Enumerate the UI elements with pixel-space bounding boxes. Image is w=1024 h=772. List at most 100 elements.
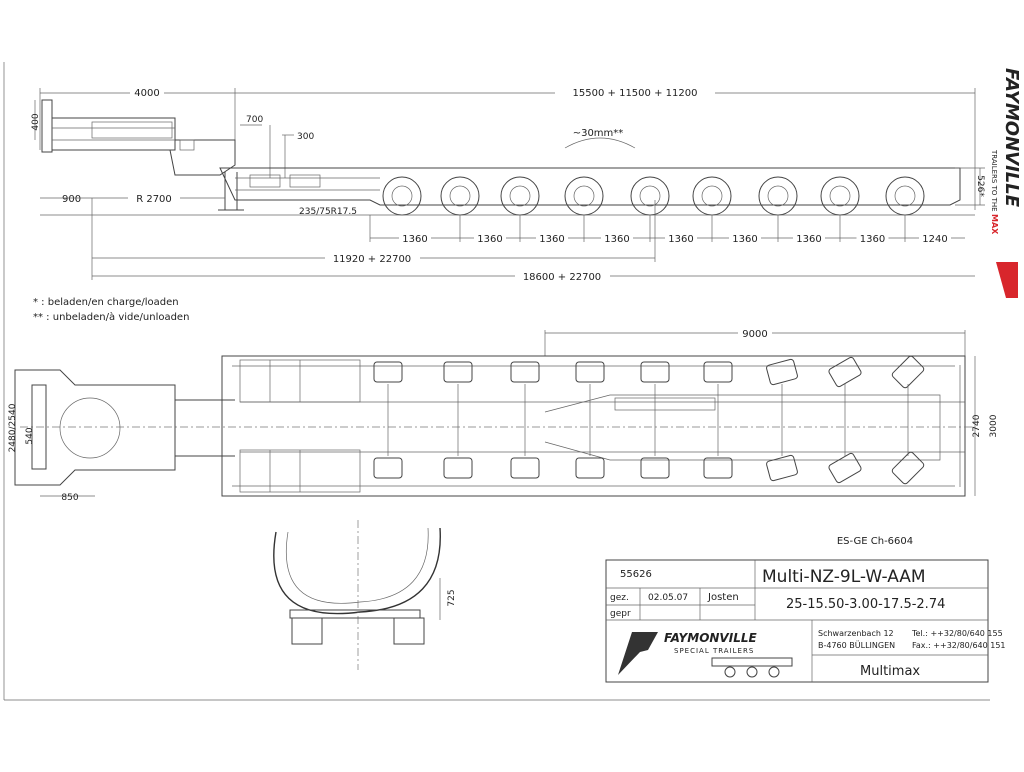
title-block: 55626 gez. 02.05.07 Josten gepr Multi-NZ… (605, 559, 1006, 683)
gepr-label: gepr (610, 609, 631, 619)
side-wheel-hub (701, 185, 723, 207)
dim-lower-1: 11920 + 22700 (333, 254, 411, 265)
side-wheel (440, 176, 480, 216)
gez-name: Josten (707, 592, 739, 603)
drawing-number: 55626 (620, 569, 652, 580)
dim-lower-2: 18600 + 22700 (523, 272, 601, 283)
side-wheel-hub (509, 185, 531, 207)
side-brand: FAYMONVILLE TRAILERS TO THE MAX (990, 68, 1022, 298)
bend-note: ~30mm** (573, 128, 624, 139)
platform-frame (221, 355, 966, 497)
side-wheel-hub (391, 185, 413, 207)
side-wheel (885, 176, 925, 216)
top-wheel (766, 358, 798, 386)
top-wheel (766, 454, 798, 482)
dim-700: 700 (246, 115, 263, 125)
side-wheel (382, 176, 422, 216)
address-line-2: B-4760 BÜLLINGEN (818, 640, 895, 650)
section-view: 725 (273, 520, 457, 670)
top-wheel (575, 457, 605, 479)
top-wheel (640, 457, 670, 479)
axle-spacing-label: 1360 (796, 234, 821, 245)
gez-label: gez. (610, 593, 629, 603)
model-spec: 25-15.50-3.00-17.5-2.74 (786, 597, 945, 612)
top-wheel (373, 361, 403, 383)
top-wheel (443, 457, 473, 479)
axle-spacing-label: 1240 (922, 234, 947, 245)
side-wheel-hub (573, 185, 595, 207)
top-wheel-sets (373, 355, 925, 485)
top-wheel (510, 457, 540, 479)
gooseneck-top (14, 369, 176, 486)
top-view: 9000 2480/2540 540 850 2740 3000 (8, 327, 999, 503)
axle-spacing-label: 1360 (860, 234, 885, 245)
top-wheel (891, 355, 925, 389)
side-brand-accent: MAX (990, 214, 999, 235)
legend: * : beladen/en charge/loaden ** : unbela… (33, 297, 189, 323)
dim-540: 540 (25, 427, 35, 444)
model-name: Multi-NZ-9L-W-AAM (762, 567, 926, 587)
dim-900: 900 (62, 194, 81, 205)
dim-front: 4000 (134, 88, 159, 99)
dim-2740: 2740 (972, 414, 982, 437)
address-line-1: Schwarzenbach 12 (818, 629, 894, 638)
side-wheel (820, 176, 860, 216)
side-wheel (758, 176, 798, 216)
top-wheel (373, 457, 403, 479)
dim-9000: 9000 (742, 329, 767, 340)
side-wheel-hub (767, 185, 789, 207)
side-wheel (630, 176, 670, 216)
axle-spacing-dims: 1360 1360 1360 1360 1360 1360 1360 1360 1240 (369, 215, 965, 245)
top-wheel (575, 361, 605, 383)
axle-spacing-label: 1360 (477, 234, 502, 245)
dim-3000: 3000 (989, 414, 999, 437)
top-wheel (828, 356, 862, 388)
dim-overall: 15500 + 11500 + 11200 (573, 88, 698, 99)
side-brand-tagline: TRAILERS TO THE (990, 149, 998, 212)
top-wheel (640, 361, 670, 383)
dim-radius: R 2700 (136, 194, 172, 205)
side-wheel (500, 176, 540, 216)
top-wheel (443, 361, 473, 383)
top-wheel (703, 457, 733, 479)
product-name: Multimax (860, 664, 920, 679)
dim-850: 850 (61, 493, 78, 503)
axle-spacing-label: 1360 (668, 234, 693, 245)
front-head (41, 99, 53, 153)
top-wheel (891, 451, 925, 485)
legend-unloaded: ** : unbeladen/à vide/unloaden (33, 311, 189, 323)
dim-height-right: 526* (975, 175, 985, 197)
brand-sub: SPECIAL TRAILERS (674, 647, 754, 655)
drawing-code: ES-GE Ch-6604 (837, 536, 913, 547)
side-wheel-hub (639, 185, 661, 207)
brand-name: FAYMONVILLE (664, 631, 757, 645)
side-wheel (692, 176, 732, 216)
axle-spacing-label: 1360 (732, 234, 757, 245)
phone: Tel.: ++32/80/640 155 (911, 629, 1003, 638)
side-wheel (564, 176, 604, 216)
top-wheel (828, 452, 862, 484)
fax: Fax.: ++32/80/640 151 (912, 641, 1006, 650)
top-wheel (510, 361, 540, 383)
legend-loaded: * : beladen/en charge/loaden (33, 297, 179, 308)
axle-spacing-label: 1360 (402, 234, 427, 245)
top-wheel (703, 361, 733, 383)
dim-gooseneck-width: 2480/2540 (8, 403, 18, 452)
dim-725: 725 (447, 589, 457, 606)
side-axle-group (382, 176, 925, 216)
side-wheel-hub (449, 185, 471, 207)
side-view: 4000 15500 + 11500 + 11200 400 700 300 ~ (31, 86, 985, 283)
main-deck (219, 167, 961, 206)
axle-spacing-label: 1360 (539, 234, 564, 245)
dim-400: 400 (31, 113, 41, 130)
dim-300: 300 (297, 132, 314, 142)
side-wheel-hub (829, 185, 851, 207)
side-brand-flag (996, 262, 1018, 298)
side-brand-name: FAYMONVILLE (1001, 68, 1022, 208)
axle-spacing-label: 1360 (604, 234, 629, 245)
faymonville-logo-mark (618, 632, 658, 675)
tyre-size: 235/75R17.5 (299, 207, 357, 217)
gez-date: 02.05.07 (648, 593, 688, 603)
